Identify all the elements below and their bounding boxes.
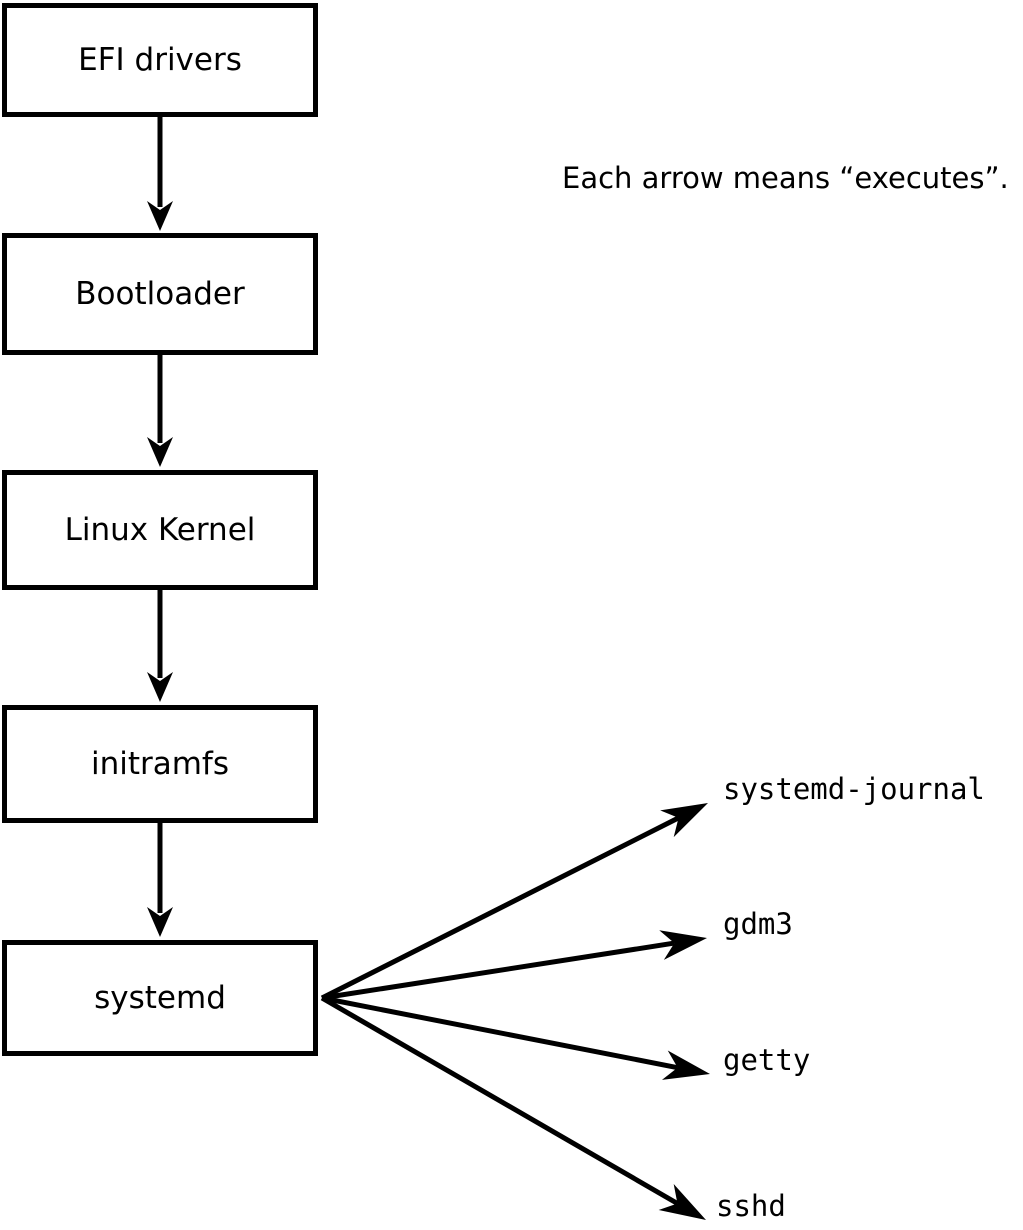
node-box-initramfs[interactable]: initramfs <box>2 705 318 823</box>
leaf-label-gdm3[interactable]: gdm3 <box>723 907 793 941</box>
node-box-linux-kernel[interactable]: Linux Kernel <box>2 470 318 590</box>
fanout-arrow-shaft-3 <box>320 995 679 1206</box>
chain-arrow-head-1 <box>147 437 173 467</box>
fanout-arrow-group <box>320 803 710 1220</box>
chain-arrow-group <box>147 117 173 937</box>
fanout-arrow-head-1 <box>659 930 707 960</box>
legend-caption: Each arrow means “executes”. <box>562 161 1009 195</box>
node-label: initramfs <box>90 745 230 782</box>
chain-arrow-head-2 <box>147 672 173 702</box>
node-box-efi-drivers[interactable]: EFI drivers <box>2 3 318 117</box>
node-label: Linux Kernel <box>64 511 256 548</box>
fanout-arrow-head-0 <box>660 803 708 838</box>
node-box-bootloader[interactable]: Bootloader <box>2 233 318 355</box>
leaf-label-systemd-journal[interactable]: systemd-journal <box>723 772 985 806</box>
fanout-arrow-shaft-0 <box>320 815 680 1001</box>
node-label: Bootloader <box>75 275 245 312</box>
leaf-label-sshd[interactable]: sshd <box>716 1189 786 1223</box>
fanout-arrow-head-3 <box>658 1183 706 1220</box>
chain-arrow-head-3 <box>147 907 173 937</box>
node-label: EFI drivers <box>78 41 242 78</box>
node-box-systemd[interactable]: systemd <box>2 940 318 1056</box>
fanout-arrow-shaft-1 <box>321 940 675 1001</box>
node-label: systemd <box>94 979 226 1016</box>
chain-arrow-head-0 <box>147 201 173 231</box>
fanout-arrow-shaft-2 <box>321 995 679 1071</box>
fanout-arrow-head-2 <box>661 1050 710 1080</box>
leaf-label-getty[interactable]: getty <box>723 1043 811 1077</box>
